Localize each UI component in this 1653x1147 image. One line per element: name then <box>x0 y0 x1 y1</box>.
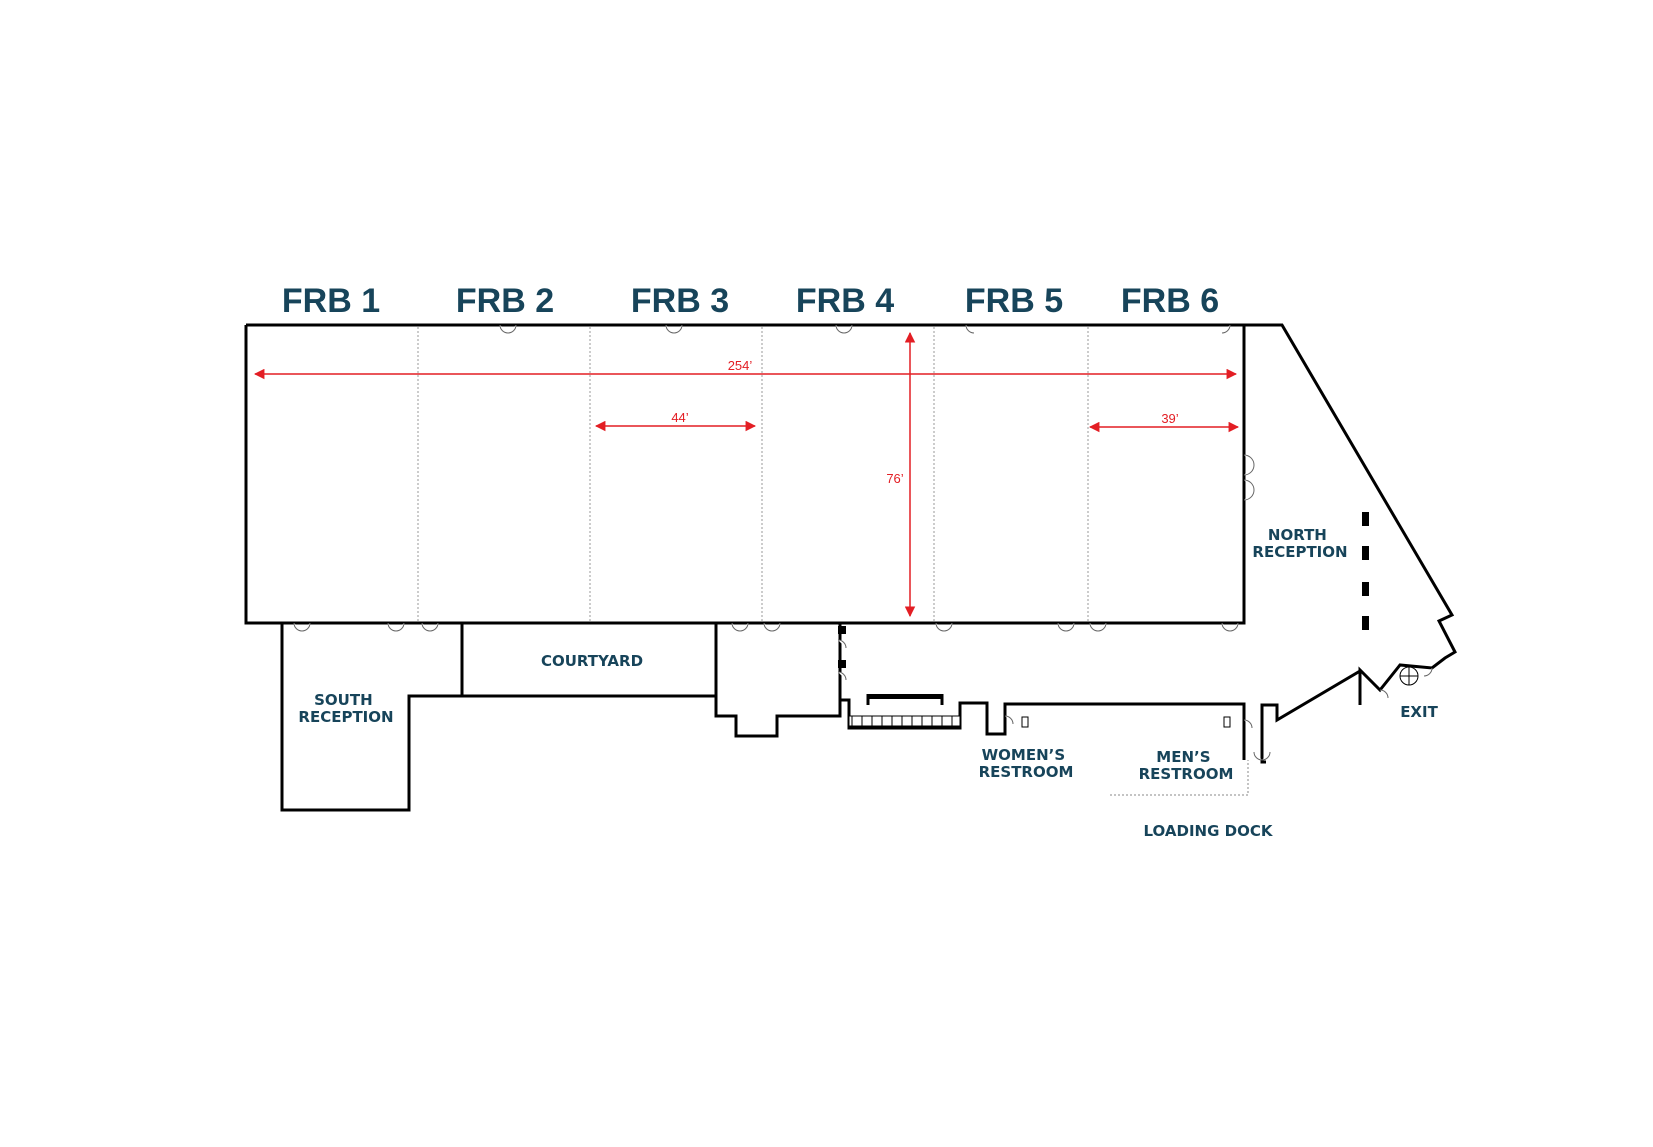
north-reception-pillars <box>1362 512 1369 630</box>
room-frb4-label: FRB 4 <box>796 282 894 320</box>
exit-label: EXIT <box>1400 703 1438 721</box>
womens-restroom-label: WOMEN’S RESTROOM <box>979 746 1074 781</box>
exit-icon <box>1399 666 1419 686</box>
bench-detail <box>838 626 961 727</box>
south-wing-walls <box>280 623 1246 812</box>
courtyard-label: COURTYARD <box>541 652 643 670</box>
dimension-bay-width: 44’ <box>671 410 688 425</box>
mens-restroom-label: MEN’S RESTROOM <box>1139 748 1234 783</box>
room-frb5-label: FRB 5 <box>965 282 1063 320</box>
room-frb1-label: FRB 1 <box>282 282 380 320</box>
ballroom-walls <box>244 323 1457 764</box>
room-frb2-label: FRB 2 <box>456 282 554 320</box>
room-frb3-label: FRB 3 <box>631 282 729 320</box>
dimension-depth: 76’ <box>886 471 903 486</box>
toilet-icon <box>1223 716 1231 728</box>
loading-dock-boundary <box>1110 760 1249 796</box>
dimension-total-length: 254’ <box>728 358 753 373</box>
dimension-lines <box>253 331 1240 618</box>
bay-partitions <box>417 327 1089 621</box>
doors <box>293 324 1433 761</box>
south-reception-label: SOUTH RECEPTION <box>298 691 393 726</box>
room-frb6-label: FRB 6 <box>1121 282 1219 320</box>
dimension-end-bay-width: 39’ <box>1161 411 1178 426</box>
toilet-icon <box>1021 716 1029 728</box>
loading-dock-label: LOADING DOCK <box>1144 822 1274 840</box>
north-reception-label: NORTH RECEPTION <box>1252 526 1347 561</box>
